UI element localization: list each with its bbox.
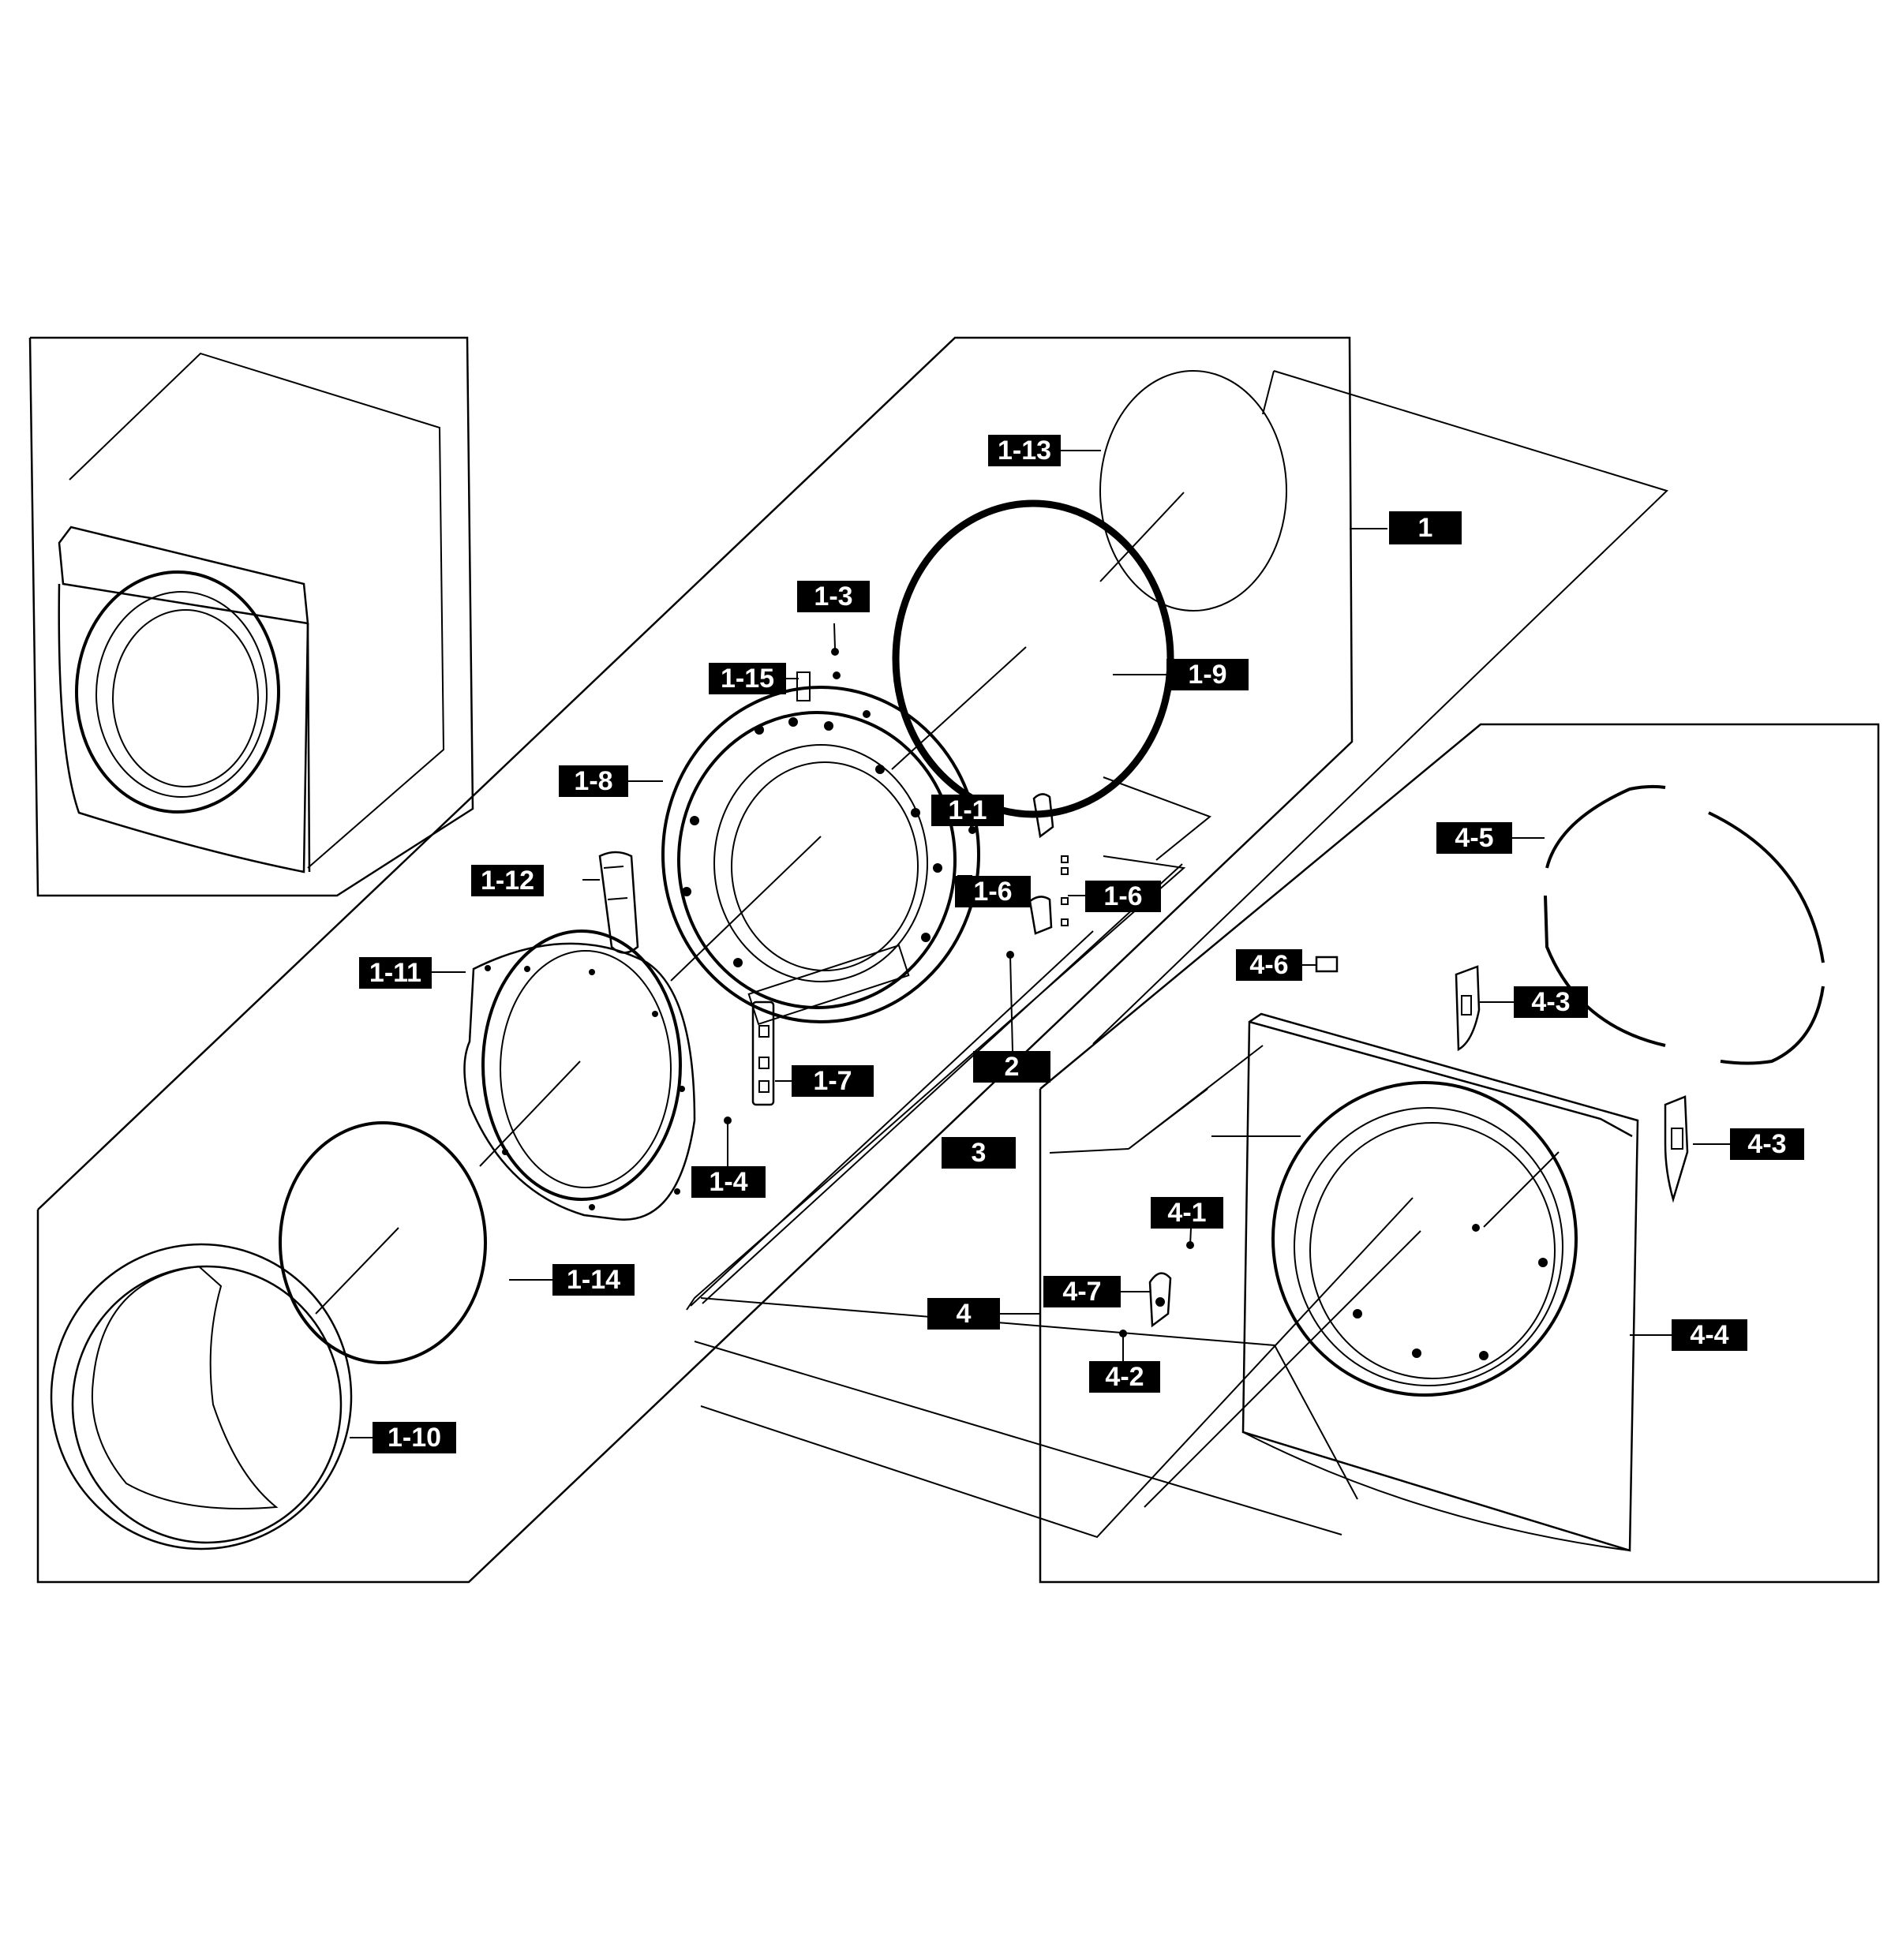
label-1-15: 1-15: [709, 663, 786, 694]
svg-text:1-7: 1-7: [813, 1066, 852, 1096]
svg-text:1-9: 1-9: [1188, 660, 1226, 690]
label-2: 2: [973, 1051, 1050, 1083]
door-gasket-ring: [891, 499, 1174, 818]
svg-text:1-3: 1-3: [814, 582, 852, 612]
svg-text:1-8: 1-8: [574, 766, 612, 796]
label-1-11: 1-11: [359, 957, 432, 989]
assembly-boundary-lines: [686, 776, 1414, 1539]
label-1-1: 1-1: [931, 795, 1004, 826]
label-1-4: 1-4: [691, 1166, 766, 1198]
label-1-7: 1-7: [792, 1065, 874, 1097]
assembled-washer-inset: [28, 336, 474, 897]
label-1-6-lower: 1-6: [1085, 881, 1161, 912]
door-glass-outer: [1099, 370, 1287, 612]
front-panel-enclosure: [1039, 723, 1880, 1584]
svg-text:3: 3: [972, 1138, 987, 1168]
label-4: 4: [927, 1298, 1000, 1330]
label-1-13: 1-13: [988, 435, 1061, 466]
door-trim-ring: [1544, 784, 1825, 1065]
svg-text:1-6: 1-6: [1103, 881, 1142, 911]
svg-text:1-14: 1-14: [567, 1265, 620, 1295]
label-4-4: 4-4: [1672, 1319, 1747, 1351]
label-4-2: 4-2: [1089, 1361, 1160, 1393]
svg-text:4-3: 4-3: [1747, 1129, 1786, 1159]
leader-lines: [350, 450, 1730, 1438]
svg-text:1-4: 1-4: [709, 1167, 747, 1197]
svg-text:1-12: 1-12: [481, 866, 534, 896]
svg-text:4-7: 4-7: [1062, 1277, 1101, 1307]
label-4-5: 4-5: [1436, 822, 1512, 854]
svg-text:4-3: 4-3: [1531, 987, 1570, 1017]
svg-text:4-6: 4-6: [1249, 950, 1288, 980]
panel-bracket-upper: [1455, 965, 1481, 1052]
svg-text:4-5: 4-5: [1455, 823, 1493, 853]
hinge-block: [968, 793, 1069, 1052]
label-4-6: 4-6: [1236, 949, 1302, 981]
label-4-7: 4-7: [1043, 1276, 1121, 1307]
svg-text:1-15: 1-15: [721, 664, 774, 694]
panel-bracket-lower: [1664, 1095, 1689, 1203]
door-inner-liner: [463, 930, 696, 1221]
door-outer-cover: [50, 1243, 353, 1550]
label-4-1: 4-1: [1151, 1197, 1223, 1229]
label-1-8: 1-8: [559, 765, 628, 797]
svg-text:1: 1: [1418, 513, 1433, 543]
door-assembly-enclosure: [36, 336, 1668, 1584]
svg-text:2: 2: [1005, 1052, 1020, 1082]
door-frame-inner: [661, 686, 980, 1026]
svg-text:1-11: 1-11: [369, 958, 421, 988]
door-small-parts: [796, 648, 871, 718]
svg-text:4-4: 4-4: [1690, 1320, 1728, 1350]
svg-text:1-13: 1-13: [998, 436, 1051, 466]
label-1-10: 1-10: [373, 1422, 456, 1453]
svg-text:4-2: 4-2: [1105, 1362, 1144, 1392]
label-1-6-upper: 1-6: [955, 876, 1031, 907]
label-1-9: 1-9: [1166, 659, 1249, 690]
label-3: 3: [942, 1137, 1016, 1169]
svg-text:4-1: 4-1: [1167, 1198, 1206, 1228]
door-lock-latch: [1119, 1241, 1194, 1337]
door-seal-ring: [279, 1121, 487, 1364]
svg-text:1-10: 1-10: [388, 1423, 441, 1453]
door-hinge: [724, 1001, 775, 1168]
panel-clip: [1315, 956, 1339, 973]
svg-text:1-6: 1-6: [973, 877, 1012, 907]
label-1-12: 1-12: [471, 865, 544, 896]
svg-text:4: 4: [957, 1299, 972, 1329]
door-handle: [598, 851, 639, 954]
label-4-3-lower: 4-3: [1730, 1128, 1804, 1160]
front-panel: [1144, 1012, 1639, 1552]
label-1: 1: [1389, 511, 1462, 544]
label-4-3-upper: 4-3: [1514, 986, 1588, 1018]
label-1-14: 1-14: [552, 1264, 635, 1296]
label-1-3: 1-3: [797, 581, 870, 612]
svg-text:1-1: 1-1: [948, 795, 987, 825]
